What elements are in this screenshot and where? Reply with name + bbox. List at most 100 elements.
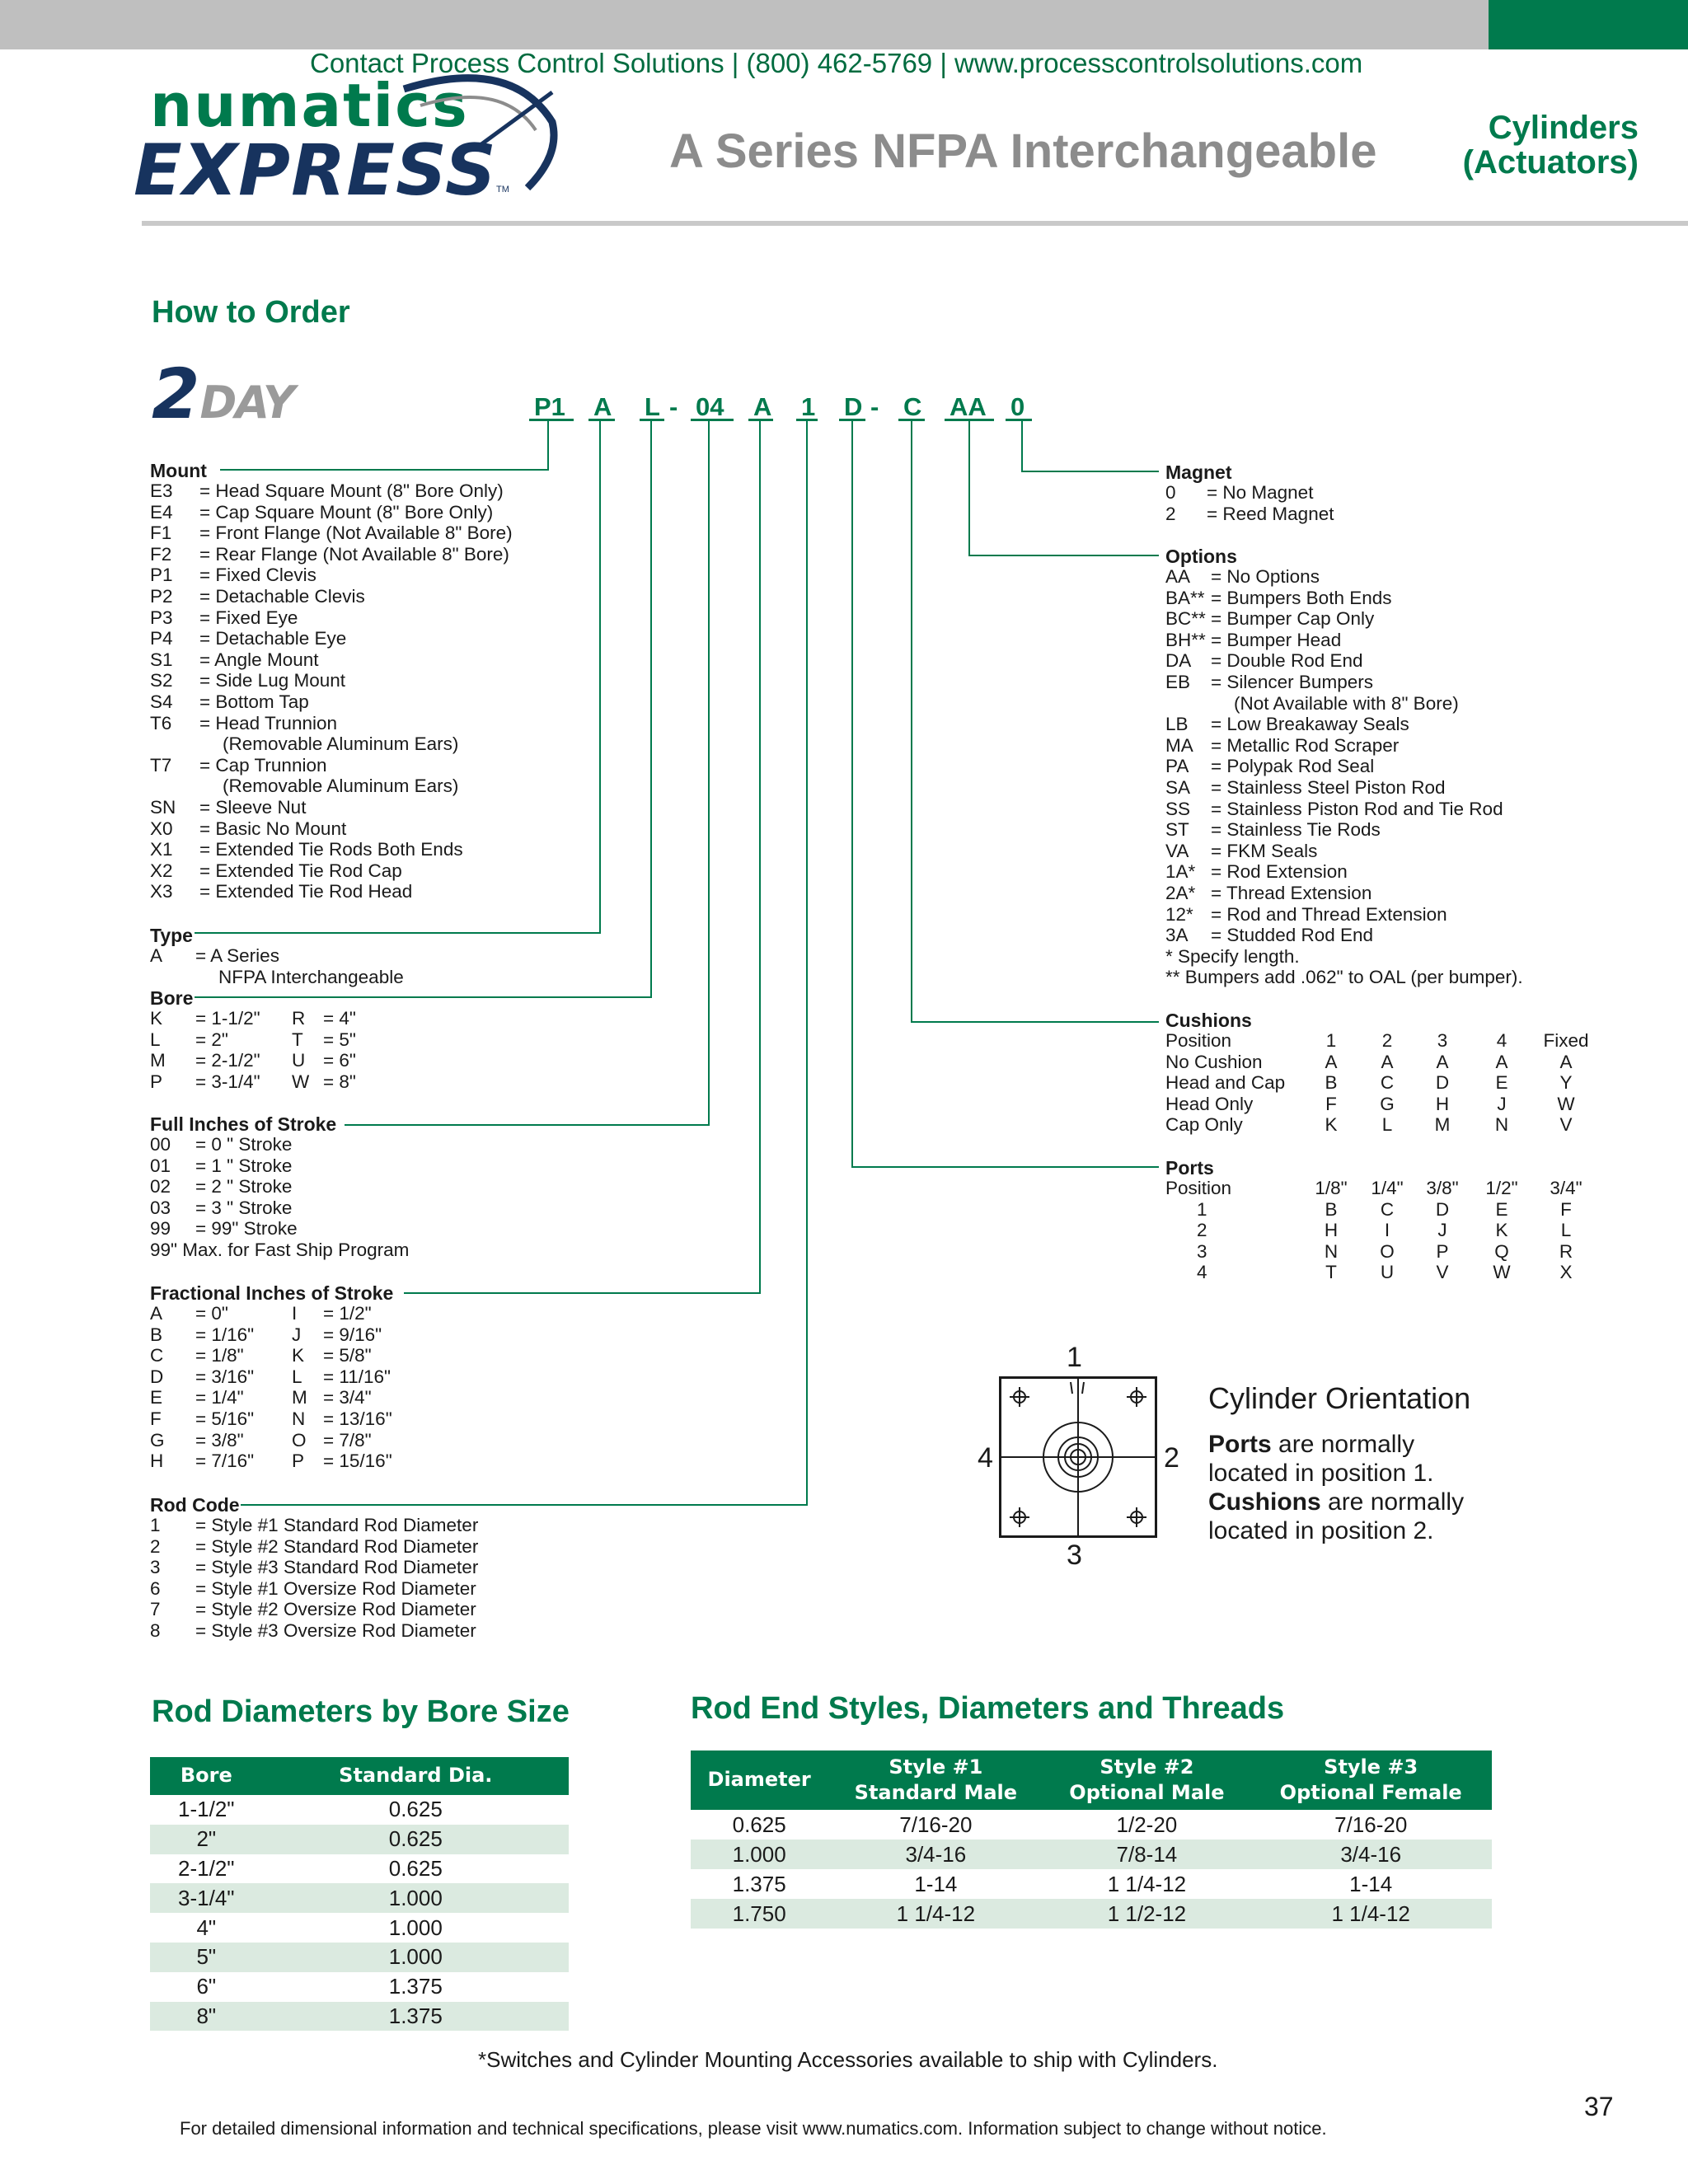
table-cell: 1-14 [1349,1871,1393,1896]
options-code: VA [1165,840,1189,861]
page-title: A Series NFPA Interchangeable [669,124,1377,178]
code-separator: - [870,392,879,421]
table-cell: 1.375 [732,1871,786,1896]
options-desc: = No Options [1211,566,1320,587]
rod_code-code: 6 [150,1577,161,1599]
stroke_frac-cell: = 5/16" [195,1408,255,1429]
options-code: EB [1165,672,1191,692]
bore-cell: = 2" [195,1029,228,1050]
code-segment-a: A [593,392,612,421]
page-number: 37 [1584,2092,1614,2121]
options-desc: = Low Breakaway Seals [1211,714,1409,735]
options-code: MA [1165,734,1193,756]
options-code: 12* [1165,903,1193,925]
stroke_full-desc: = 99" Stroke [195,1218,298,1240]
stroke_full-title: Full Inches of Stroke [150,1113,337,1135]
stroke_frac-cell: = 11/16" [323,1366,392,1387]
header-line-1: Style #3 [1324,1755,1418,1779]
bore-title: Bore [150,987,194,1009]
options-code: 2A* [1165,883,1196,903]
ports-cell: 1/8" [1315,1178,1348,1198]
mount-desc: = Fixed Clevis [199,565,316,586]
mount-code: S2 [150,670,173,691]
table-cell: 7/8-14 [1043,1840,1250,1869]
code-segment-underline [640,419,664,421]
table-row: 4"1.000 [150,1913,569,1943]
cushions-cell: 4 [1496,1030,1507,1051]
table-cell: 6" [196,1974,217,1999]
table-cell: 1 1/4-12 [828,1899,1044,1929]
options-code: LB [1165,714,1189,735]
stroke_frac-cell: = 15/16" [323,1451,392,1472]
ports-cell: K [1495,1220,1508,1241]
stroke_full-desc: = 1 " Stroke [195,1155,293,1176]
table-cell: 4" [196,1915,217,1940]
mount-code: T7 [150,754,172,776]
table-cell: 0.625 [262,1824,569,1854]
options-desc: = Bumper Head [1211,629,1342,650]
rod_code-desc: = Style #2 Standard Rod Diameter [195,1535,479,1557]
ports-cell: 2 [1197,1220,1207,1241]
bore-cell: U [292,1050,306,1071]
mount-desc: = Head Square Mount (8" Bore Only) [199,480,504,501]
ports-cell: 3 [1197,1240,1207,1262]
cushions-cell: G [1380,1093,1395,1114]
stroke_frac-title: Fractional Inches of Stroke [150,1282,394,1304]
mount-desc: (Removable Aluminum Ears) [223,776,459,797]
mount-code: S1 [150,649,173,670]
table-header-cell: Diameter [691,1750,828,1810]
options-code: AA [1165,566,1191,587]
table-row: 5"1.000 [150,1942,569,1972]
mount-code: S4 [150,691,173,712]
table-cell: 1 1/4-12 [1250,1899,1492,1929]
cushions-cell: Cap Only [1165,1114,1243,1136]
ports-cell: I [1384,1220,1390,1241]
mount-code: X0 [150,818,173,839]
stroke_frac-cell: = 1/16" [195,1324,255,1345]
bore-cell: W [292,1071,310,1092]
orientation-cushions-line: Cushions are normally [1208,1488,1465,1516]
ports-cell: R [1559,1240,1573,1262]
stroke_full-desc: = 2 " Stroke [195,1176,293,1197]
position-2-label: 2 [1164,1442,1179,1474]
table-header-cell: Standard Dia. [262,1757,569,1795]
bore-cell: = 1-1/2" [195,1008,260,1029]
table-cell: 8" [150,2001,263,2032]
table-row: 1-1/2"0.625 [150,1795,569,1825]
options-desc: = Polypak Rod Seal [1211,756,1375,777]
rod_code-desc: = Style #2 Oversize Rod Diameter [195,1599,476,1620]
mount-desc: = Detachable Clevis [199,586,365,607]
cushions-cell: L [1381,1114,1393,1136]
header-line-1: Style #1 [889,1755,983,1779]
table-cell: 1.000 [262,1883,569,1914]
table-cell: 1-1/2" [178,1797,235,1822]
options-code: SS [1165,798,1191,819]
bore-cell: M [150,1050,166,1071]
table-cell: 5" [150,1942,263,1972]
contact-line: Contact Process Control Solutions | (800… [310,48,1363,78]
ports-cell: 4 [1197,1262,1207,1283]
ports-cell: V [1436,1262,1449,1283]
mount-code: X2 [150,860,173,881]
rod-end-styles-heading: Rod End Styles, Diameters and Threads [691,1691,1285,1726]
mount-desc: = Sleeve Nut [199,797,307,818]
ports-cell: E [1495,1198,1508,1220]
table-cell: 0.625 [388,1855,443,1881]
stroke_frac-cell: L [292,1366,302,1387]
stroke_frac-cell: = 0" [195,1303,228,1324]
mount-desc: = Bottom Tap [199,691,309,712]
how-to-order-heading: How to Order [152,295,350,330]
code-segment-underline [748,419,773,421]
cushions-cell: A [1495,1051,1508,1072]
mount-desc: (Removable Aluminum Ears) [223,733,459,755]
cushions-cell: Fixed [1543,1030,1589,1051]
cushions-cell: W [1557,1093,1575,1114]
mount-code: P2 [150,586,173,607]
rod_code-desc: = Style #3 Oversize Rod Diameter [195,1620,476,1641]
ports-cell: T [1325,1262,1337,1283]
mount-code: F1 [150,523,172,544]
